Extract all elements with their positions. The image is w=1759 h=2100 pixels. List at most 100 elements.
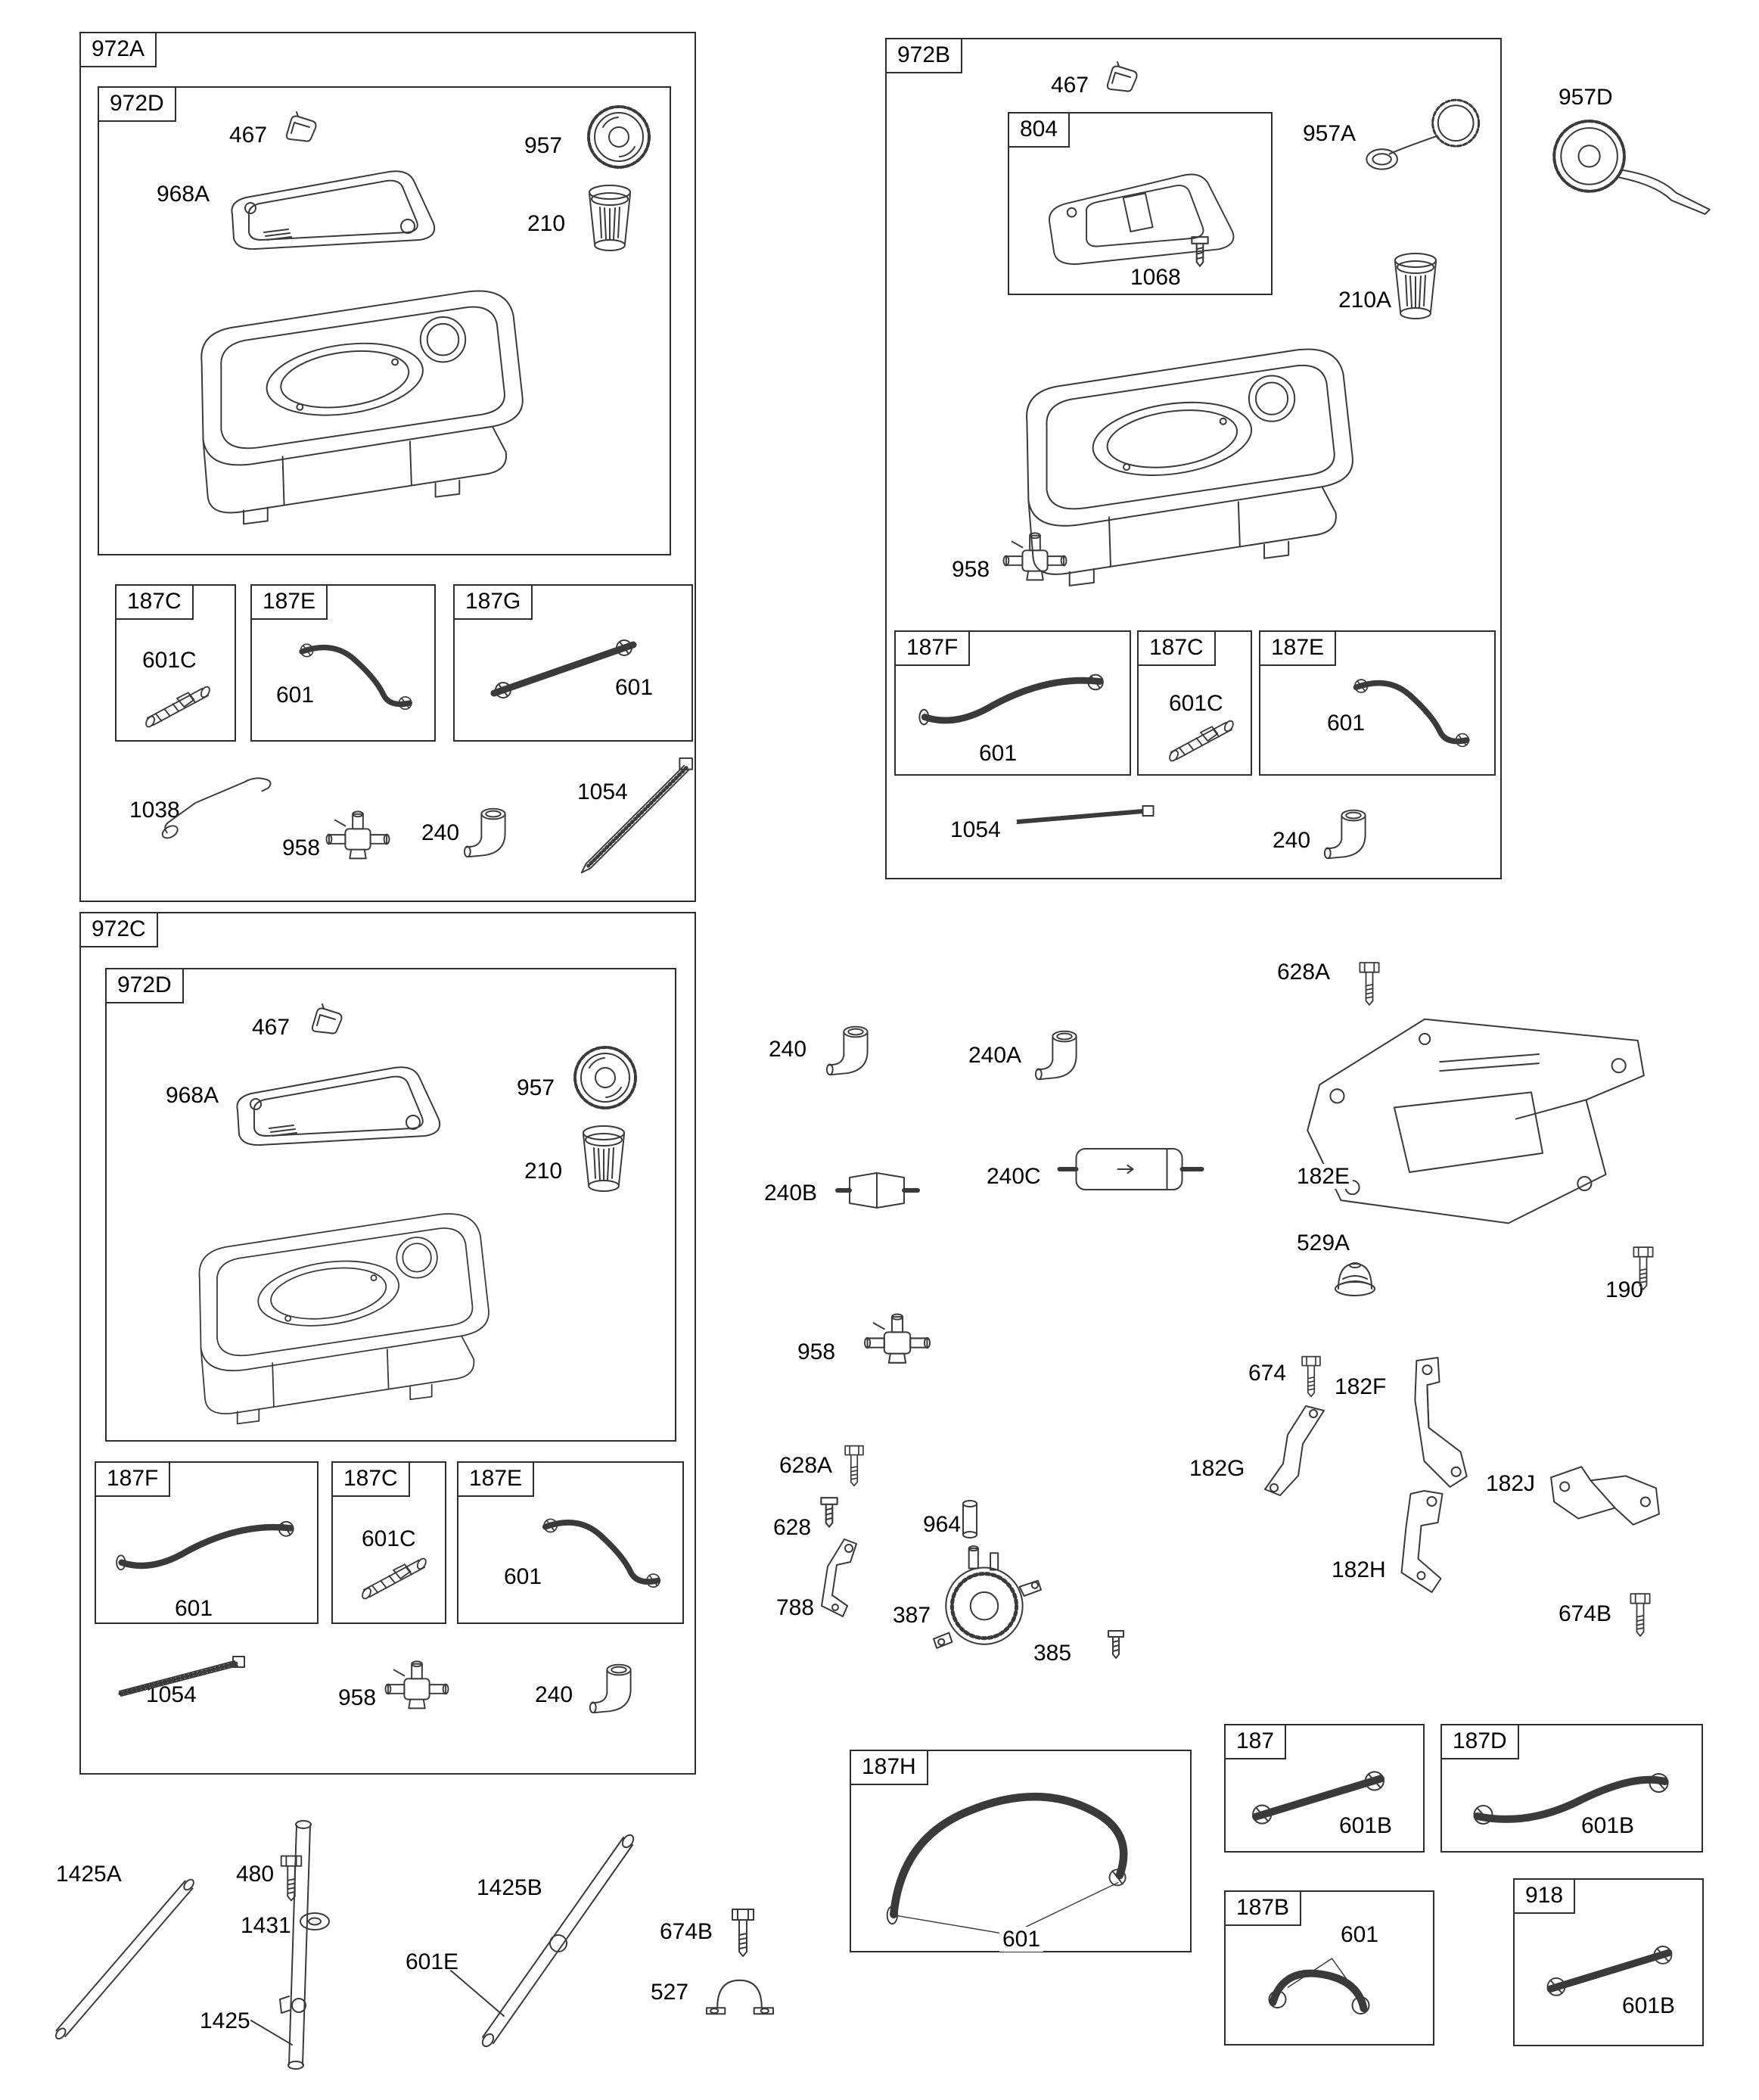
callout-182G: 182G <box>1186 1456 1248 1481</box>
subsection-187E: 187E 601 <box>250 584 436 742</box>
subsection-187D: 187D 601B <box>1440 1724 1703 1853</box>
subsection-187B: 187B 601 <box>1224 1890 1434 2046</box>
bracket-part <box>1256 1398 1332 1504</box>
callout-601C: 601C <box>359 1526 419 1551</box>
bolt-part <box>1627 1591 1654 1639</box>
callout-1425B: 1425B <box>474 1875 545 1900</box>
callout-964: 964 <box>920 1512 965 1537</box>
strap-bracket-part <box>805 1535 875 1619</box>
callout-957A: 957A <box>1300 121 1360 146</box>
callout-957: 957 <box>514 1075 558 1100</box>
fuel-fitting-part <box>351 1542 436 1605</box>
tank-cover-part <box>219 160 446 254</box>
screw-part <box>1105 1629 1127 1662</box>
subsection-187E: 187E 601 <box>1259 630 1496 776</box>
callout-957: 957 <box>521 133 566 158</box>
section-972A-label: 972A <box>79 32 157 67</box>
bracket-part <box>1377 1485 1465 1598</box>
callout-601: 601 <box>501 1564 545 1589</box>
elbow-fitting-part <box>459 799 526 862</box>
tank-top-part <box>1035 153 1248 283</box>
subsection-187C: 187C 601C <box>1137 630 1252 776</box>
callout-601: 601 <box>1324 711 1369 736</box>
subsection-187E-label: 187E <box>1259 630 1337 666</box>
fuel-cap-part <box>585 103 653 171</box>
cable-tie-part <box>1009 801 1158 829</box>
inline-filter-part <box>1053 1135 1209 1203</box>
subsection-187E-label: 187E <box>250 584 328 620</box>
callout-788: 788 <box>773 1595 818 1620</box>
callout-957D: 957D <box>1555 85 1616 110</box>
subsection-187E: 187E 601 <box>457 1461 684 1624</box>
callout-1054: 1054 <box>947 817 1004 842</box>
fuel-pump-part <box>929 1541 1044 1656</box>
elbow-fitting-part <box>1319 801 1386 863</box>
straight-hose-part <box>477 627 651 710</box>
cable-tie-part <box>568 754 698 876</box>
callout-1425: 1425 <box>197 2008 253 2033</box>
filter-cup-part <box>586 183 633 255</box>
callout-240: 240 <box>1270 828 1314 853</box>
bolt-part <box>1630 1244 1657 1293</box>
leader-line <box>450 1970 505 2017</box>
subsection-918-label: 918 <box>1513 1878 1576 1914</box>
screw-part <box>817 1495 841 1531</box>
curved-hose-part <box>288 619 424 733</box>
callout-1425A: 1425A <box>53 1862 125 1887</box>
elbow-fitting-part <box>1030 1022 1097 1084</box>
curved-hose-part <box>1459 1753 1683 1836</box>
callout-240: 240 <box>532 1682 576 1707</box>
callout-240: 240 <box>766 1037 810 1062</box>
callout-467: 467 <box>226 123 271 148</box>
callout-601: 601 <box>999 1927 1044 1952</box>
cap-bushing-part <box>305 1003 347 1037</box>
pin-part <box>959 1498 981 1542</box>
callout-601B: 601B <box>1578 1813 1638 1838</box>
callout-958: 958 <box>279 835 324 860</box>
shutoff-valve-part <box>325 807 391 870</box>
subsection-187-label: 187 <box>1224 1724 1287 1759</box>
callout-182J: 182J <box>1483 1471 1539 1496</box>
callout-240: 240 <box>418 820 463 845</box>
callout-467: 467 <box>249 1015 294 1040</box>
subsection-187H-label: 187H <box>850 1750 928 1785</box>
cable-tie-part <box>111 1649 249 1702</box>
bolt-part <box>1298 1353 1324 1400</box>
callout-968A: 968A <box>163 1083 222 1108</box>
callout-601B: 601B <box>1336 1813 1396 1838</box>
curved-hose-part <box>531 1495 673 1610</box>
subsection-187D-label: 187D <box>1440 1724 1519 1759</box>
fuel-tank-part <box>151 1175 540 1439</box>
shutoff-valve-part <box>862 1309 932 1374</box>
callout-182F: 182F <box>1332 1374 1390 1399</box>
subsection-187F: 187F 601 <box>894 630 1131 776</box>
callout-601: 601 <box>1338 1922 1382 1947</box>
subsection-972D-label: 972D <box>98 86 176 122</box>
callout-529A: 529A <box>1294 1230 1353 1255</box>
callout-958: 958 <box>794 1339 839 1364</box>
callout-958: 958 <box>335 1685 380 1710</box>
subsection-187: 187 601B <box>1224 1724 1425 1853</box>
subsection-187G-label: 187G <box>453 584 533 620</box>
subsection-918: 918 601B <box>1513 1878 1704 2046</box>
section-972C: 972C 972D 467 968A 957 210 187F 601 187C… <box>79 912 696 1775</box>
filter-cup-part <box>580 1124 627 1196</box>
large-hose-part <box>865 1772 1169 1946</box>
formed-hose-part <box>110 1507 311 1585</box>
subsection-187C-label: 187C <box>115 584 194 620</box>
subsection-187B-label: 187B <box>1224 1890 1302 1926</box>
bracket-part <box>1392 1353 1480 1494</box>
subsection-187E-label: 187E <box>457 1461 535 1497</box>
callout-674: 674 <box>1245 1361 1290 1386</box>
callout-387: 387 <box>890 1603 934 1628</box>
section-972A: 972A 972D 467 968A 957 210 187C 601C 187… <box>79 32 696 902</box>
callout-601: 601 <box>612 675 657 700</box>
subsection-187C: 187C 601C <box>331 1461 446 1624</box>
fuel-fitting-part <box>135 670 219 733</box>
shutoff-valve-part <box>1002 528 1068 591</box>
callout-958: 958 <box>949 557 993 582</box>
wire-rod-part <box>157 761 287 847</box>
subsection-972D: 972D 467 968A 957 210 <box>98 86 671 555</box>
bolt-part <box>841 1442 867 1489</box>
filter-cup-part <box>1392 251 1439 323</box>
